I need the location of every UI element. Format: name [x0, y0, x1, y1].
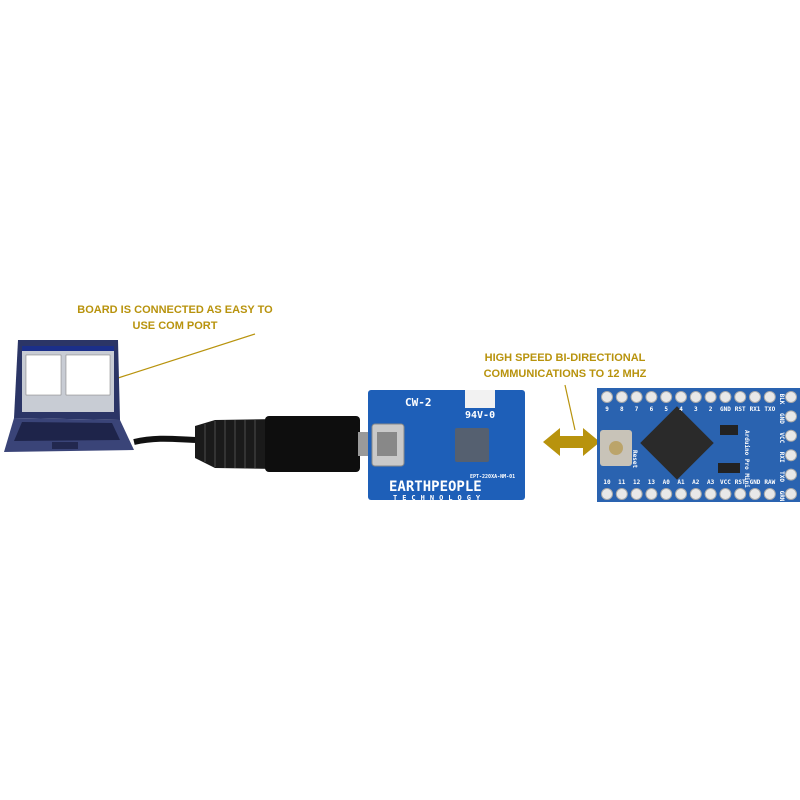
pin-label: 6: [650, 406, 654, 413]
pin-hole: [704, 488, 717, 500]
pin-label: VCC: [720, 479, 731, 486]
link-callout-line-2: COMMUNICATIONS TO 12 MHZ: [483, 368, 647, 380]
arduino-name: Arduino Pro Mini: [743, 430, 750, 488]
pin-label: A0: [663, 479, 671, 486]
pin-label: 3: [694, 406, 698, 413]
pin-label: 12: [633, 479, 641, 486]
pin-label: 8: [620, 406, 624, 413]
pin-label: 5: [664, 406, 668, 413]
link-callout: HIGH SPEED BI-DIRECTIONAL COMMUNICATIONS…: [450, 350, 680, 382]
pin-hole: [615, 488, 628, 500]
pin-label: RST: [735, 479, 746, 486]
pin-hole: [704, 391, 717, 403]
pin-hole: [660, 391, 673, 403]
pin-hole: [763, 391, 776, 403]
pin-label: 2: [709, 406, 713, 413]
pin-hole: [785, 449, 797, 462]
pin-hole: [645, 488, 658, 500]
pin-hole: [719, 488, 732, 500]
pin-label: GND: [720, 406, 731, 413]
pin-hole: [675, 391, 687, 403]
board-brand-sub: TECHNOLOGY: [393, 494, 485, 502]
pin-label: RX1: [750, 406, 761, 413]
usb-cable: [133, 435, 201, 445]
pin-hole: [785, 468, 797, 481]
pin-label: A2: [692, 479, 700, 486]
pin-hole: [601, 488, 613, 500]
pin-label: GRN: [778, 491, 785, 502]
pin-label: VCC: [778, 432, 785, 443]
pin-label: GND: [750, 479, 761, 486]
pin-hole: [675, 488, 687, 500]
reset-label: Reset: [631, 450, 638, 468]
pin-label: GND: [778, 413, 785, 424]
pin-hole: [719, 391, 732, 403]
pin-label: RXI: [778, 452, 785, 463]
pin-label: TXO: [764, 406, 775, 413]
laptop-icon: [4, 340, 134, 452]
pin-hole: [615, 391, 628, 403]
board-label: CW-2: [405, 396, 432, 409]
ept-board: CW-2 94V-0 EPT-220XA-NM-01 EARTHPEOPLE T…: [368, 390, 525, 502]
pin-hole: [749, 391, 761, 403]
bidirectional-arrow-icon: [543, 428, 600, 456]
laptop-callout-line-1: BOARD IS CONNECTED AS EASY TO: [77, 304, 273, 316]
pin-label: 11: [618, 479, 626, 486]
pin-hole: [785, 488, 797, 500]
pin-label: 4: [679, 406, 683, 413]
pin-hole: [689, 488, 702, 500]
pin-hole: [734, 391, 747, 403]
pin-hole: [734, 488, 747, 500]
pin-hole: [689, 391, 702, 403]
pin-hole: [749, 488, 761, 500]
pin-hole: [630, 391, 643, 403]
board-part: EPT-220XA-NM-01: [470, 474, 515, 480]
pin-label: TXO: [778, 471, 785, 482]
pin-label: 9: [605, 406, 609, 413]
pin-hole: [763, 488, 776, 500]
link-callout-line: [564, 384, 576, 431]
pin-hole: [630, 488, 643, 500]
pin-hole: [785, 391, 797, 403]
pin-hole: [601, 391, 613, 403]
pin-label: BLK: [778, 394, 785, 405]
pin-label: 10: [603, 479, 611, 486]
pin-hole: [785, 429, 797, 442]
laptop-callout: BOARD IS CONNECTED AS EASY TO USE COM PO…: [60, 302, 290, 334]
laptop-callout-line: [117, 333, 256, 379]
usb-connector: [195, 416, 374, 472]
pin-label: 13: [648, 479, 656, 486]
pin-hole: [645, 391, 658, 403]
board-brand: EARTHPEOPLE: [389, 479, 482, 495]
pin-hole: [785, 410, 797, 423]
pin-label: A1: [677, 479, 685, 486]
board-rating: 94V-0: [465, 410, 495, 421]
laptop-callout-line-2: USE COM PORT: [132, 320, 218, 332]
pin-label: A3: [707, 479, 715, 486]
pin-label: 7: [635, 406, 639, 413]
link-callout-line-1: HIGH SPEED BI-DIRECTIONAL: [484, 352, 646, 364]
pin-label: RST: [735, 406, 746, 413]
pin-label: RAW: [764, 479, 775, 486]
pin-hole: [660, 488, 673, 500]
